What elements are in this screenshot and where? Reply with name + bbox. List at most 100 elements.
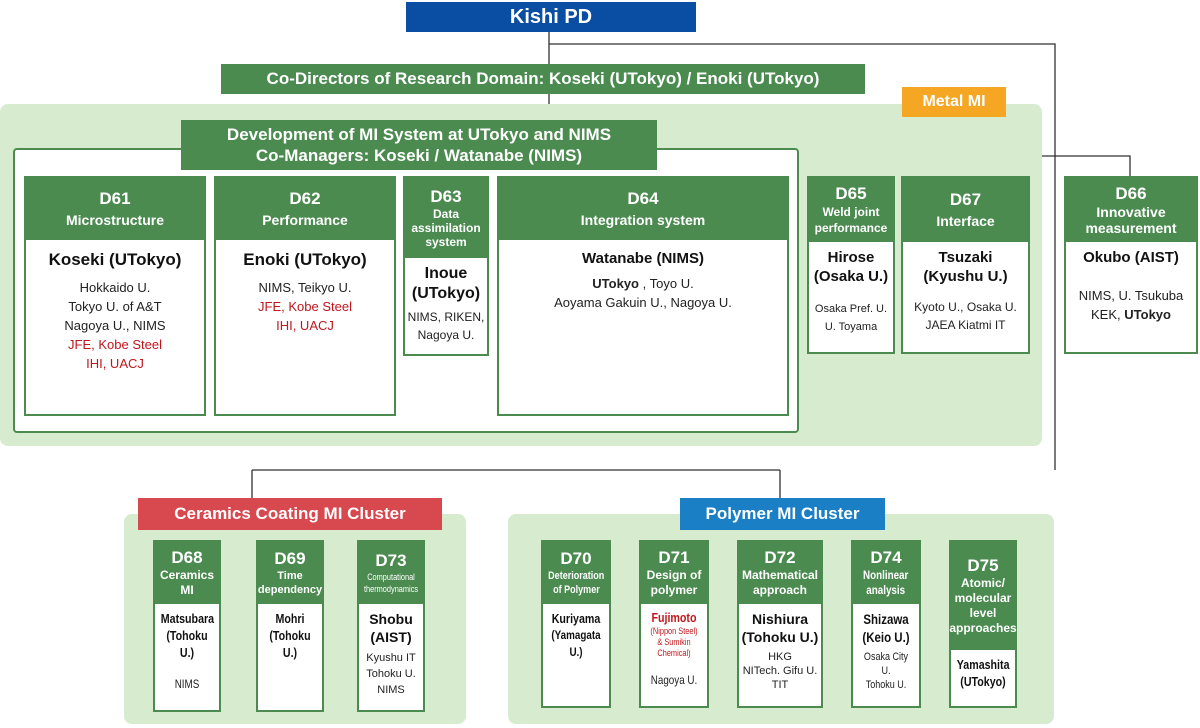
metal-mi-badge: Metal MI [902,87,1006,117]
polymer-title: Polymer MI Cluster [705,504,860,523]
d66-title: measurement [1085,220,1177,236]
d61-industry: IHI, UACJ [86,356,144,371]
d73-member: Kyushu IT [366,652,416,664]
d71-lead-affiliation: (Nippon Steel) [650,626,698,636]
d72-lead: Nishiura [751,611,808,627]
d74-header: D74 Nonlinear analysis [853,542,919,604]
d73-title: Computational [367,572,415,582]
d61-header: D61 Microstructure [26,178,204,240]
d61-title: Microstructure [65,212,165,228]
unit-d69: D69 Time dependency Mohri (Tohoku U.) [256,540,324,712]
d75-title: level [969,606,997,620]
d61-code: D61 [99,189,131,208]
d66-code: D66 [1115,184,1147,203]
d71-code: D71 [658,548,690,567]
d69-title: dependency [257,584,323,596]
d73-code: D73 [375,551,407,570]
kishi-pd-title: Kishi PD [509,5,593,28]
d68-title: MI [180,583,194,597]
d70-lead: (Yamagata U.) [551,628,601,659]
d69-header: D69 Time dependency [258,542,322,604]
d73-member: Tohoku U. [366,668,416,680]
d70-lead: Kuriyama [551,611,601,626]
d74-member: Osaka City U. [863,651,909,677]
d66-lead: Okubo (AIST) [1083,249,1179,266]
polymer-header: Polymer MI Cluster [680,498,885,530]
d64-title: Integration system [580,212,706,228]
d66-title: Innovative [1096,204,1166,220]
d64-header: D64 Integration system [499,178,787,240]
co-directors-box: Co-Directors of Research Domain: Koseki … [221,64,865,94]
d72-title: Mathematical [741,568,819,582]
unit-d63: D63 Data assimilation system Inoue (UTok… [403,176,489,356]
d74-title: analysis [866,583,906,597]
d75-lead: (UTokyo) [960,674,1006,689]
d68-lead: (Tohoku U.) [166,628,208,660]
unit-d61: D61 Microstructure Koseki (UTokyo) Hokka… [24,176,206,416]
unit-d72: D72 Mathematical approach Nishiura (Toho… [737,540,823,708]
d64-member: Aoyama Gakuin U., Nagoya U. [554,295,732,310]
d75-title: Atomic/ [960,576,1005,590]
d67-title: Interface [936,213,995,229]
d71-title: Design of [646,568,702,582]
d72-member: HKG [768,651,792,663]
d62-title: Performance [262,212,348,228]
d62-member: NIMS, Teikyo U. [258,280,352,295]
d68-lead: Matsubara [160,611,215,626]
d72-title: approach [752,583,807,597]
unit-d71: D71 Design of polymer Fujimoto (Nippon S… [639,540,709,708]
d65-code: D65 [835,184,867,203]
d67-member: Kyoto U., Osaka U. [914,300,1017,314]
ceramics-title: Ceramics Coating MI Cluster [174,504,406,523]
unit-d68: D68 Ceramics MI Matsubara (Tohoku U.) NI… [153,540,221,712]
d61-member: Nagoya U., NIMS [64,318,166,333]
d74-lead: Shizawa [863,611,909,627]
d71-member: Nagoya U. [650,673,698,687]
d66-header: D66 Innovative measurement [1066,178,1196,242]
d74-code: D74 [870,548,902,567]
mi-system-managers: Co-Managers: Koseki / Watanabe (NIMS) [255,146,583,165]
d63-title: system [425,235,467,249]
d72-member: NITech. Gifu U. [742,665,818,677]
d70-code: D70 [560,549,592,568]
unit-d67: D67 Interface Tsuzaki (Kyushu U.) Kyoto … [901,176,1030,354]
d72-lead: (Tohoku U.) [741,629,819,645]
kishi-pd-box: Kishi PD [406,2,696,32]
unit-d74: D74 Nonlinear analysis Shizawa (Keio U.)… [851,540,921,708]
d64-member-bold: UTokyo [592,276,640,291]
d64-member: , Toyo U. [639,276,694,291]
d71-lead-affiliation: Chemical) [657,648,691,658]
d63-title: Data [432,207,459,221]
d68-title: Ceramics [159,568,215,582]
unit-d75: D75 Atomic/ molecular level approaches Y… [949,540,1017,708]
d63-lead: (UTokyo) [411,285,481,302]
d67-member: JAEA Kiatmi IT [925,318,1006,332]
d67-code: D67 [949,190,982,209]
unit-d65: D65 Weld joint performance Hirose (Osaka… [807,176,895,354]
d73-title: thermodynamics [363,584,419,594]
d70-title: of Polymer [552,584,600,596]
d61-lead: Koseki (UTokyo) [48,250,182,269]
d67-lead: (Kyushu U.) [923,268,1008,285]
d68-member: NIMS [174,677,200,691]
d75-code: D75 [967,556,999,575]
mi-system-header: Development of MI System at UTokyo and N… [181,120,657,170]
d70-title: Deterioration [547,570,605,582]
d63-title: assimilation [411,221,481,235]
d62-industry: JFE, Kobe Steel [258,299,352,314]
unit-d70: D70 Deterioration of Polymer Kuriyama (Y… [541,540,611,708]
d74-lead: (Keio U.) [862,629,910,645]
d61-member: Tokyo U. of A&T [68,299,162,314]
d71-header: D71 Design of polymer [641,542,707,604]
d64-lead: Watanabe (NIMS) [582,250,704,267]
d75-header: D75 Atomic/ molecular level approaches [949,542,1017,650]
d62-code: D62 [289,189,321,208]
d61-member: Hokkaido U. [79,280,151,295]
d65-title: Weld joint [822,205,880,219]
d71-lead: Fujimoto [651,610,697,625]
d63-header: D63 Data assimilation system [405,178,487,258]
d68-header: D68 Ceramics MI [155,542,219,604]
d73-lead: Shobu [369,611,413,627]
d65-header: D65 Weld joint performance [809,178,893,242]
d71-lead-affiliation: & Sumikin [657,637,691,647]
